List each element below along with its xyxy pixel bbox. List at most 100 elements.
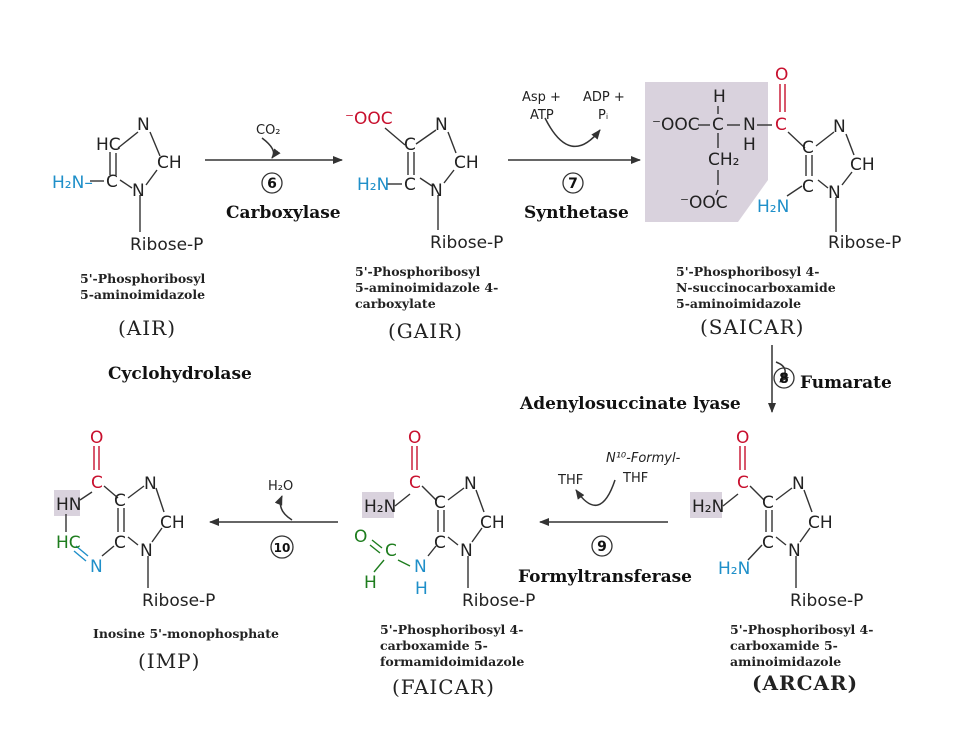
- saicar-amide-n: N: [743, 115, 756, 135]
- saicar-carbonyl-o: O: [775, 65, 788, 85]
- saicar-ribose: Ribose-P: [828, 233, 901, 253]
- step-7: Asp + ATP ADP + Pᵢ 7 Synthetase: [508, 90, 641, 223]
- arcar-ring-ch: CH: [808, 513, 833, 533]
- saicar-alpha-c: C: [712, 115, 724, 135]
- air-caption-line-2: 5-aminoimidazole: [80, 287, 205, 302]
- compound-faicar: H₂N C O C N CH C N N H C O H Ribose-P 5'…: [354, 428, 535, 699]
- step-9: THF N¹⁰-Formyl- THF 9 Formyltransferase: [518, 451, 692, 587]
- saicar-carboxylate-top: ⁻OOC: [652, 115, 700, 135]
- saicar-alpha-h: H: [713, 87, 726, 107]
- step-6-badge: [261, 172, 283, 194]
- saicar-amino-group: H₂N: [757, 197, 789, 217]
- gair-ribose: Ribose-P: [430, 233, 503, 253]
- arcar-abbr: (ARCAR): [752, 671, 858, 695]
- saicar-ring-n3: N: [833, 117, 846, 137]
- imp-ring-n7: N: [144, 474, 157, 494]
- faicar-ring-c5: C: [434, 533, 446, 553]
- imp-ring-n9: N: [140, 541, 153, 561]
- saicar-amide-h: H: [743, 135, 756, 155]
- imp-ring-n3: N: [90, 557, 103, 577]
- gair-ring-n1: N: [430, 181, 443, 201]
- faicar-carbonyl-o: O: [408, 428, 421, 448]
- faicar-formyl-c: C: [385, 541, 397, 561]
- arcar-ring-n3: N: [792, 474, 805, 494]
- arcar-carbonyl-c: C: [737, 473, 749, 493]
- gair-abbr: (GAIR): [388, 319, 463, 343]
- gair-ring-c5: C: [404, 175, 416, 195]
- gair-ring-c4: C: [404, 135, 416, 155]
- step-8: 8 Fumarate Adenylosuccinate lyase: [519, 345, 892, 414]
- air-ring-ch2: CH: [157, 153, 182, 173]
- step-7-reagent-in-2: ATP: [530, 108, 554, 123]
- step-9-badge: [591, 535, 613, 557]
- step-8-badge: [773, 367, 795, 389]
- air-ring-c: C: [106, 172, 118, 192]
- faicar-caption-line-2: carboxamide 5-: [380, 638, 488, 653]
- air-amino-group: H₂N–: [52, 173, 93, 193]
- imp-ribose: Ribose-P: [142, 591, 215, 611]
- arcar-ring-c5: C: [762, 533, 774, 553]
- step-9-enzyme: Formyltransferase: [518, 567, 692, 587]
- step-8-product: Fumarate: [800, 373, 892, 393]
- arcar-amide-nh2: H₂N: [692, 497, 724, 517]
- gair-caption-line-2: 5-aminoimidazole 4-: [355, 280, 498, 295]
- saicar-ring-ch: CH: [850, 155, 875, 175]
- step-10-enzyme: Cyclohydrolase: [108, 364, 252, 384]
- imp-nh-highlight: [54, 490, 80, 516]
- step-7-reagent-in-1: Asp +: [522, 90, 561, 105]
- step-10-badge: [270, 535, 294, 559]
- compound-saicar: ⁻OOC C H N H CH₂ ⁻OOC C O C N CH C N H₂N…: [645, 65, 901, 339]
- air-ribose: Ribose-P: [130, 235, 203, 255]
- saicar-abbr: (SAICAR): [700, 315, 804, 339]
- imp-carbonyl-o: O: [90, 428, 103, 448]
- arcar-carbonyl-o: O: [736, 428, 749, 448]
- step-7-reagent-out-2: Pᵢ: [598, 108, 608, 123]
- step-6-reagent-in: CO₂: [256, 123, 281, 138]
- faicar-carbonyl-c: C: [409, 473, 421, 493]
- faicar-ring-n3: N: [464, 474, 477, 494]
- arcar-amide-highlight: [690, 492, 722, 518]
- step-10: H₂O 10: [209, 479, 338, 559]
- saicar-carboxylate-bottom: ⁻OOC: [680, 193, 728, 213]
- arcar-ring-c4: C: [762, 493, 774, 513]
- arcar-caption-line-1: 5'-Phosphoribosyl 4-: [730, 622, 873, 637]
- saicar-aspartate-highlight: [645, 82, 768, 222]
- saicar-caption-line-1: 5'-Phosphoribosyl 4-: [676, 264, 819, 279]
- faicar-ring-c4: C: [434, 493, 446, 513]
- compound-air: HC N CH C N H₂N– Ribose-P 5'-Phosphoribo…: [52, 115, 205, 340]
- faicar-amide-highlight: [362, 492, 394, 518]
- air-ring-ch: HC: [96, 135, 121, 155]
- arcar-ribose: Ribose-P: [790, 591, 863, 611]
- faicar-amide-nh2: H₂N: [364, 497, 396, 517]
- imp-caption-line-1: Inosine 5'-monophosphate: [93, 626, 279, 641]
- gair-amino-group: H₂N: [357, 175, 389, 195]
- step-9-number: 9: [597, 539, 607, 555]
- saicar-caption-line-2: N-succinocarboxamide: [676, 280, 836, 295]
- gair-caption-line-3: carboxylate: [355, 296, 436, 311]
- air-ring-n: N: [137, 115, 150, 135]
- imp-carbonyl-c: C: [91, 473, 103, 493]
- imp-ring-hn: HN: [56, 495, 82, 515]
- step-8-number: 8: [779, 371, 789, 387]
- step-8-enzyme: Adenylosuccinate lyase: [519, 394, 741, 414]
- faicar-ring-ch: CH: [480, 513, 505, 533]
- saicar-ring-n1: N: [828, 183, 841, 203]
- step-9-reagent-in: THF: [557, 473, 583, 488]
- arcar-caption-line-3: aminoimidazole: [730, 654, 841, 669]
- step-7-number: 7: [568, 176, 578, 192]
- saicar-ch2: CH₂: [708, 150, 739, 170]
- compound-arcar: H₂N C O C N CH C N H₂N Ribose-P 5'-Phosp…: [690, 428, 873, 695]
- step-9-reagent-out-1: N¹⁰-Formyl-: [606, 451, 681, 466]
- compound-gair: ⁻OOC C N CH C N H₂N Ribose-P 5'-Phosphor…: [345, 109, 503, 343]
- arcar-amino-group: H₂N: [718, 559, 750, 579]
- air-abbr: (AIR): [118, 316, 176, 340]
- faicar-ring-n1: N: [460, 541, 473, 561]
- saicar-ring-c4: C: [802, 138, 814, 158]
- compound-imp: HN C O C N CH C N HC N Ribose-P Inosine …: [54, 428, 279, 673]
- imp-ring-c5: C: [114, 491, 126, 511]
- step-9-reagent-out-2: THF: [622, 471, 648, 486]
- imp-ring-c4: C: [114, 533, 126, 553]
- step-7-enzyme: Synthetase: [524, 203, 629, 223]
- faicar-formyl-o: O: [354, 527, 367, 547]
